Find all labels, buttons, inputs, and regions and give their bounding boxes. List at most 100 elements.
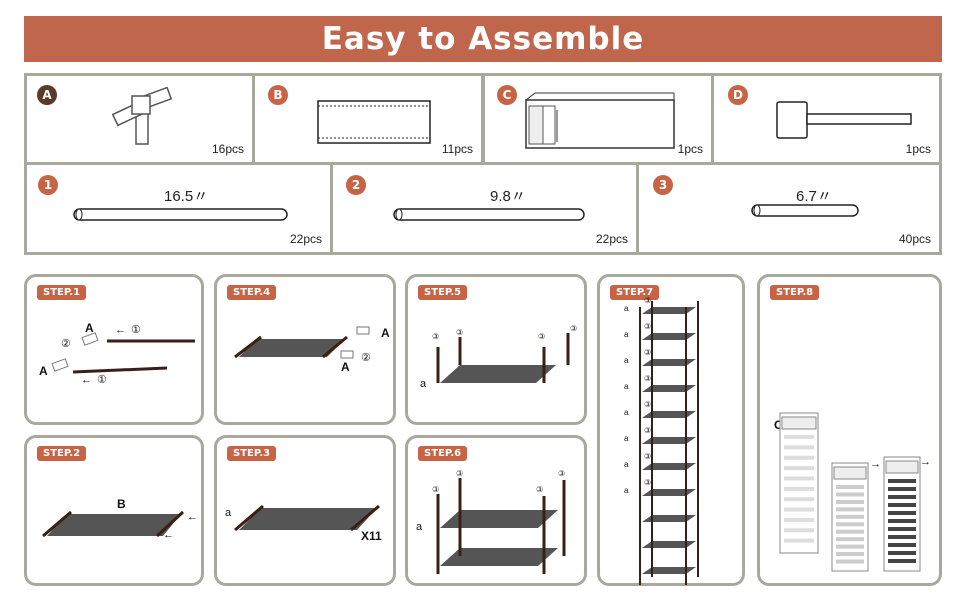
shelf-tier [642,567,696,574]
step-2-diagram: B ← ← [42,497,198,541]
step-5-diagram: ③ ③ ③ ③ a [420,324,577,390]
label-three: ③ [570,324,577,333]
label-three: ③ [456,328,463,337]
label-one: ① [131,324,141,336]
label-three: ③ [644,296,651,305]
label-c: C [774,418,783,432]
part-c-cell: C 1pcs [482,73,714,165]
svg-text:←: ← [81,374,92,386]
step-6-panel: STEP.6 ③ ③ ③ ③ a [405,435,587,586]
step-1-tag: STEP.1 [37,285,87,300]
label-three: ③ [644,400,651,409]
label-a: a [416,521,423,533]
part-b-qty: 11pcs [441,142,473,156]
svg-text:→: → [920,456,931,468]
label-three: ③ [644,452,651,461]
label-a: A [341,360,350,374]
part-a-qty: 16pcs [211,142,244,156]
tube-2-length: 9.8〃 [490,188,526,205]
label-three: ③ [538,332,545,341]
label-a: a [624,486,629,495]
svg-text:←: ← [187,511,198,523]
step-5-tag: STEP.5 [418,285,468,300]
step-1-panel: STEP.1 A A ② ① ① ← ← [24,274,204,425]
label-a: a [624,304,629,313]
label-a: a [624,382,629,391]
shelf-tier [642,411,696,418]
step-6-diagram: ③ ③ ③ ③ a [416,469,566,574]
part-b-badge: B [268,85,288,105]
part-d-qty: 1pcs [905,142,931,156]
step-3-panel: STEP.3 a X11 [214,435,396,586]
label-a: A [85,321,94,335]
label-one: ① [97,374,107,386]
label-a: a [624,356,629,365]
label-three: ③ [536,485,543,494]
shelf-tier [642,385,696,392]
label-a: a [420,378,427,390]
hammer-icon [776,101,912,139]
step-8-diagram: C → → [774,412,931,572]
connector-icon [111,86,173,145]
fabric-shelf-icon [317,100,431,144]
tube-3-qty: 40pcs [898,232,931,246]
tube-3-length: 6.7〃 [796,188,832,205]
step-1-diagram: A A ② ① ① ← ← [39,321,195,386]
tube-2-badge: 2 [346,175,366,195]
svg-text:→: → [870,458,881,470]
part-d-cell: D 1pcs [711,73,942,165]
shelf-tier [642,333,696,340]
tube-1-cell: 1 16.5〃 22pcs [24,162,333,255]
label-three: ③ [644,348,651,357]
part-a-badge: A [37,85,57,105]
tube-2-cell: 2 9.8〃 22pcs [330,162,639,255]
tube-3-cell: 3 6.7〃 40pcs [636,162,942,255]
label-three: ③ [432,485,439,494]
tube-icon [73,208,288,221]
tube-2-qty: 22pcs [595,232,628,246]
label-a: a [624,434,629,443]
label-b: B [117,497,126,511]
part-b-cell: B 11pcs [252,73,484,165]
tube-1-qty: 22pcs [289,232,322,246]
label-three: ③ [456,469,463,478]
tube-3-badge: 3 [653,175,673,195]
label-three: ③ [644,374,651,383]
step-2-panel: STEP.2 B ← ← [24,435,204,586]
tube-1-length: 16.5〃 [164,188,209,205]
label-a: a [624,330,629,339]
label-three: ③ [644,426,651,435]
label-a: a [624,460,629,469]
tube-icon [393,208,585,221]
tube-1-badge: 1 [38,175,58,195]
step-5-panel: STEP.5 ③ ③ ③ ③ a [405,274,587,425]
page-title: Easy to Assemble [24,16,942,62]
label-a: A [381,326,390,340]
label-count: X11 [361,529,382,543]
shelf-tier [642,307,696,314]
shelf-tier [642,541,696,548]
shelf-tier [642,437,696,444]
shelf-tier [642,515,696,522]
label-two: ② [361,352,371,364]
shelf-tier [642,359,696,366]
step-3-diagram: a X11 [225,504,382,543]
step-4-panel: STEP.4 A A ② [214,274,396,425]
svg-text:←: ← [163,529,174,541]
shelf-tier [642,463,696,470]
tube-icon [751,204,859,217]
step-2-tag: STEP.2 [37,446,87,461]
step-8-panel: STEP.8 C →→ [757,274,942,586]
label-a: a [225,507,232,519]
label-three: ③ [644,322,651,331]
svg-text:←: ← [115,324,126,336]
step-4-tag: STEP.4 [227,285,277,300]
shelf-tier [642,489,696,496]
part-c-badge: C [497,85,517,105]
cover-icon [525,92,675,149]
part-d-badge: D [728,85,748,105]
step-4-diagram: A A ② [234,326,390,374]
part-c-qty: 1pcs [677,142,703,156]
